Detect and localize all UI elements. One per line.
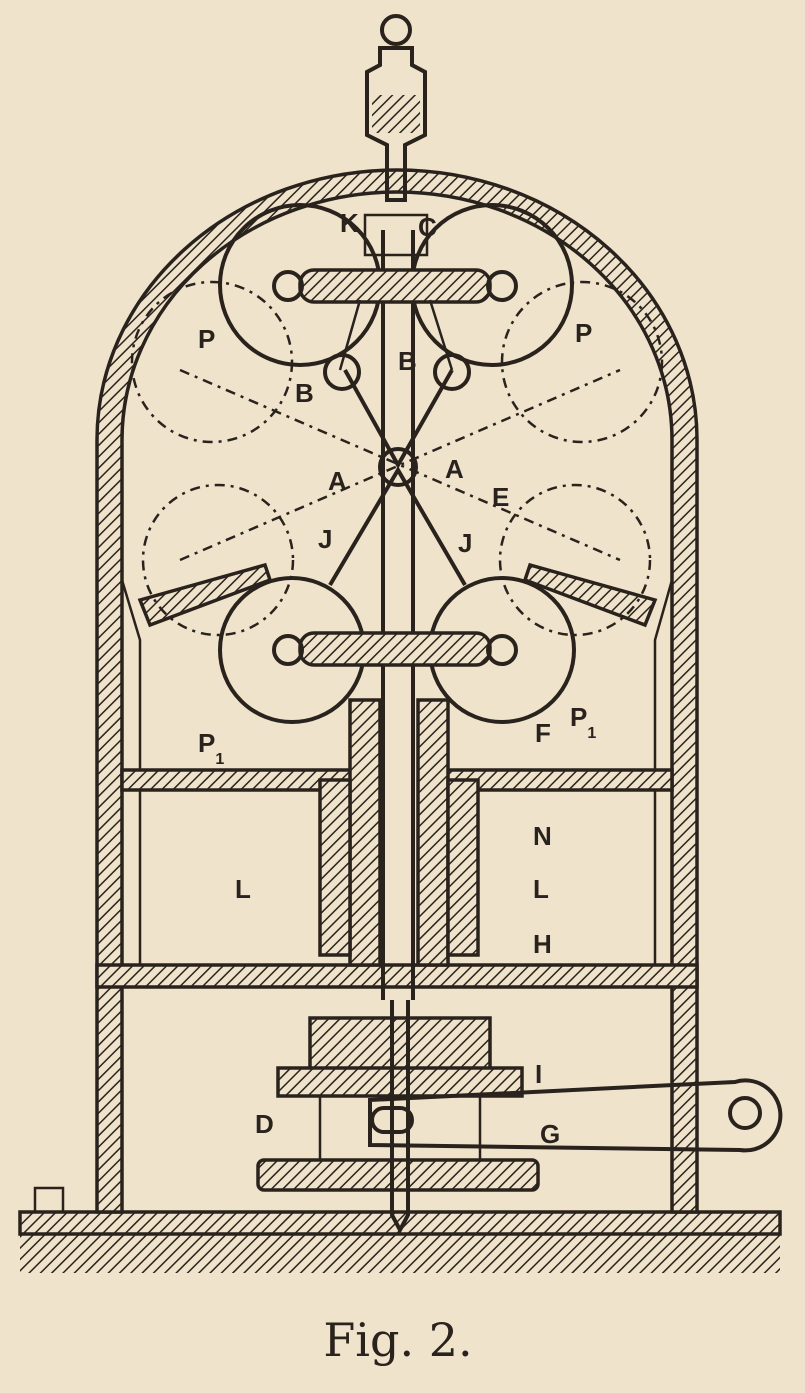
- label-a-left: A: [328, 466, 347, 496]
- springs: [272, 268, 518, 667]
- label-p1-right: P1: [570, 702, 596, 742]
- label-k: K: [340, 208, 359, 238]
- label-j-left: J: [318, 524, 332, 554]
- label-j-right: J: [458, 528, 472, 558]
- label-a-right: A: [445, 454, 464, 484]
- label-e: E: [492, 482, 509, 512]
- linkage: [179, 213, 621, 587]
- lever: [368, 1078, 783, 1153]
- label-g: G: [540, 1119, 560, 1149]
- base-plate: [18, 1186, 782, 1273]
- top-finial: [365, 14, 427, 202]
- label-h: H: [533, 929, 552, 959]
- label-n: N: [533, 821, 552, 851]
- label-i: I: [535, 1059, 542, 1089]
- label-l-left: L: [235, 874, 251, 904]
- label-d: D: [255, 1109, 274, 1139]
- label-b-left: B: [295, 378, 314, 408]
- shaft: [318, 230, 480, 1000]
- label-c: C: [418, 212, 437, 242]
- label-p-right: P: [575, 318, 592, 348]
- label-f: F: [535, 718, 551, 748]
- figure-caption: Fig. 2.: [323, 1313, 472, 1367]
- label-l-right: L: [533, 874, 549, 904]
- label-p1-left: P1: [198, 728, 224, 768]
- label-p-left: P: [198, 324, 215, 354]
- label-b-center: B: [398, 346, 417, 376]
- gear-train: [256, 1000, 540, 1235]
